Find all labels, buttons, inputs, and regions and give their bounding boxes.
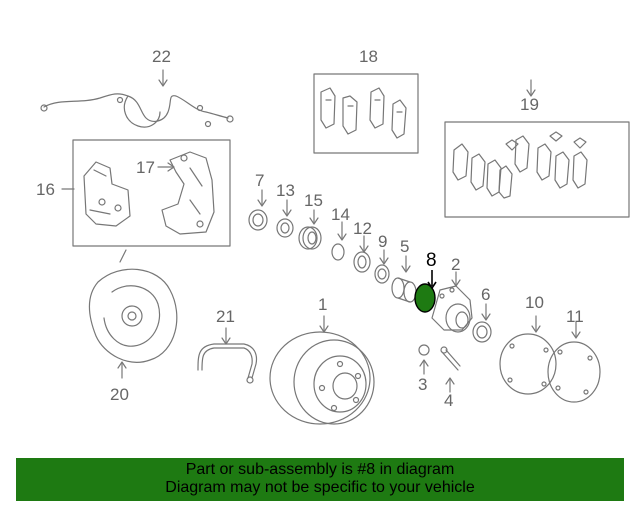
callout-6: 6 — [481, 285, 490, 304]
part-19-pad-kit — [444, 79, 630, 218]
part-21-brake-hose — [197, 327, 258, 384]
part-10-gasket — [499, 315, 557, 395]
part-1-disc-rotor — [269, 315, 375, 425]
callout-4: 4 — [444, 391, 453, 410]
part-14-snap-ring — [331, 221, 347, 261]
part-5-bearing-spacer — [391, 255, 417, 303]
part-4-bolt — [440, 346, 461, 393]
callout-16: 16 — [36, 180, 55, 199]
callout-1: 1 — [318, 295, 327, 314]
part-8-highlighted — [414, 270, 437, 313]
parts-diagram: 22 18 19 16 17 7 13 15 14 12 9 5 8 2 6 1… — [36, 47, 630, 425]
callout-10: 10 — [525, 293, 544, 312]
callout-15: 15 — [304, 191, 323, 210]
part-7-oil-seal — [248, 189, 268, 231]
part-9-oil-seal — [374, 249, 390, 284]
callout-17: 17 — [136, 158, 155, 177]
callout-11: 11 — [566, 307, 584, 326]
part-16-caliper-assembly — [61, 139, 231, 247]
callout-12: 12 — [353, 219, 372, 238]
banner-line-part: Part or sub-assembly is #8 in diagram — [185, 461, 455, 478]
callout-21: 21 — [216, 307, 235, 326]
callout-5: 5 — [400, 237, 409, 256]
callout-14: 14 — [331, 205, 350, 224]
part-2-axle-hub — [431, 271, 473, 333]
callout-7: 7 — [255, 171, 264, 190]
info-banner: Part or sub-assembly is #8 in diagram Di… — [16, 458, 624, 501]
part-22-abs-sensor-wire — [40, 69, 234, 128]
banner-line-disclaimer: Diagram may not be specific to your vehi… — [165, 479, 475, 496]
part-20-backing-plate — [88, 249, 178, 379]
part-3-nut — [418, 344, 430, 375]
callout-2: 2 — [451, 255, 460, 274]
part-13-bearing-cone — [276, 199, 294, 238]
callout-20: 20 — [110, 385, 129, 404]
part-18-brake-pad-set — [313, 73, 419, 154]
callout-9: 9 — [378, 232, 387, 251]
callout-13: 13 — [276, 181, 295, 200]
part-15-bearing — [298, 209, 322, 250]
part-11-dust-shield — [547, 321, 601, 403]
part-12-bearing-race — [353, 235, 371, 273]
callout-8: 8 — [426, 250, 437, 271]
callout-3: 3 — [418, 375, 427, 394]
part-6-hub-nut — [472, 303, 492, 343]
callout-22: 22 — [152, 47, 171, 66]
callout-18: 18 — [359, 47, 378, 66]
callout-19: 19 — [520, 95, 539, 114]
